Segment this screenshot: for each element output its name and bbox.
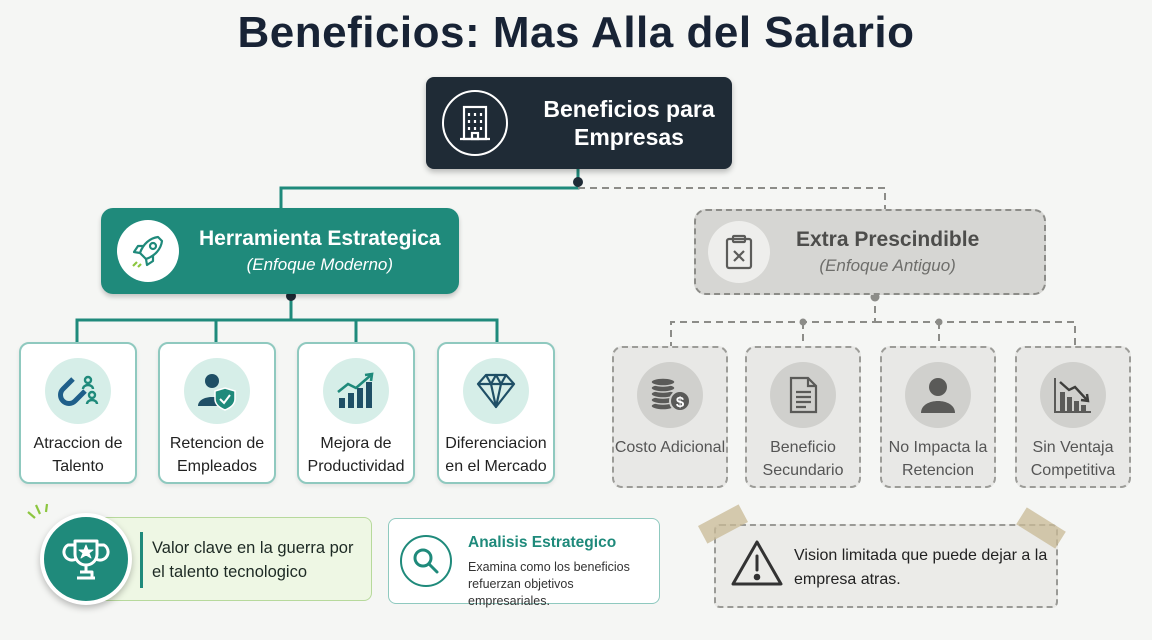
analisis-text: Examina como los beneficios refuerzan ob… bbox=[468, 560, 630, 608]
document-icon bbox=[770, 362, 836, 428]
analisis-title: Analisis Estrategico bbox=[468, 534, 617, 551]
card-mejora-de-productividad: Mejora de Productividad bbox=[297, 342, 415, 484]
magnifier-icon bbox=[400, 535, 452, 587]
building-icon bbox=[442, 90, 508, 156]
diamond-icon bbox=[463, 358, 529, 424]
rocket-icon bbox=[117, 220, 179, 282]
connector-root-to-right bbox=[578, 187, 886, 209]
vision-box: Vision limitada que puede dejar a la emp… bbox=[714, 524, 1058, 608]
card-diferenciacion-en-el-mercado: Diferenciacion en el Mercado bbox=[437, 342, 555, 484]
trophy-icon bbox=[40, 513, 132, 605]
card-atraccion-de-talento: Atraccion de Talento bbox=[19, 342, 137, 484]
svg-text:$: $ bbox=[676, 394, 685, 411]
card-label: No Impacta la Retencion bbox=[888, 439, 988, 479]
branch-extra-prescindible: Extra Prescindible (Enfoque Antiguo) bbox=[694, 209, 1046, 295]
vision-text: Vision limitada que puede dejar a la emp… bbox=[794, 547, 1048, 588]
connector-root-to-left bbox=[279, 168, 580, 208]
connector-left-to-cards bbox=[75, 294, 499, 342]
growth-chart-icon bbox=[323, 358, 389, 424]
card-costo-adicional: $ Costo Adicional bbox=[612, 346, 728, 488]
card-beneficio-secundario: Beneficio Secundario bbox=[745, 346, 861, 488]
valor-accent-bar bbox=[140, 532, 143, 588]
branch-right-subtitle: (Enfoque Antiguo) bbox=[819, 256, 956, 275]
branch-right-text: Extra Prescindible (Enfoque Antiguo) bbox=[796, 228, 979, 276]
connector-dot-2 bbox=[935, 318, 943, 326]
connector-node-root bbox=[573, 177, 583, 187]
card-label: Diferenciacion en el Mercado bbox=[445, 435, 547, 475]
branch-herramienta-estrategica: Herramienta Estrategica (Enfoque Moderno… bbox=[101, 208, 459, 294]
clipboard-x-icon bbox=[708, 221, 770, 283]
connector-right-to-cards bbox=[670, 294, 1076, 346]
card-label: Atraccion de Talento bbox=[33, 435, 123, 475]
root-label: Beneficios para Empresas bbox=[543, 96, 715, 150]
card-label: Costo Adicional bbox=[614, 439, 726, 456]
card-retencion-de-empleados: Retencion de Empleados bbox=[158, 342, 276, 484]
card-label: Sin Ventaja Competitiva bbox=[1030, 439, 1116, 479]
branch-left-subtitle: (Enfoque Moderno) bbox=[246, 255, 394, 274]
page-title: Beneficios: Mas Alla del Salario bbox=[237, 8, 915, 57]
coins-dollar-icon: $ bbox=[637, 362, 703, 428]
branch-left-text: Herramienta Estrategica (Enfoque Moderno… bbox=[199, 227, 441, 275]
analisis-box: Analisis Estrategico Examina como los be… bbox=[388, 518, 660, 608]
root-node: Beneficios para Empresas bbox=[426, 77, 732, 169]
magnet-people-icon bbox=[45, 358, 111, 424]
sparkle-lines bbox=[27, 503, 49, 519]
valor-text: Valor clave en la guerra por el talento … bbox=[152, 539, 354, 581]
card-label: Mejora de Productividad bbox=[307, 435, 405, 475]
branch-right-title: Extra Prescindible bbox=[796, 228, 980, 251]
person-shield-icon bbox=[184, 358, 250, 424]
warning-icon bbox=[730, 538, 784, 593]
card-sin-ventaja-competitiva: Sin Ventaja Competitiva bbox=[1015, 346, 1131, 488]
declining-chart-icon bbox=[1040, 362, 1106, 428]
card-no-impacta-la-retencion: No Impacta la Retencion bbox=[880, 346, 996, 488]
connector-dot-1 bbox=[799, 318, 807, 326]
person-icon bbox=[905, 362, 971, 428]
card-label: Beneficio Secundario bbox=[762, 439, 844, 479]
branch-left-title: Herramienta Estrategica bbox=[199, 227, 441, 250]
card-label: Retencion de Empleados bbox=[169, 435, 265, 475]
valor-box bbox=[92, 517, 372, 601]
